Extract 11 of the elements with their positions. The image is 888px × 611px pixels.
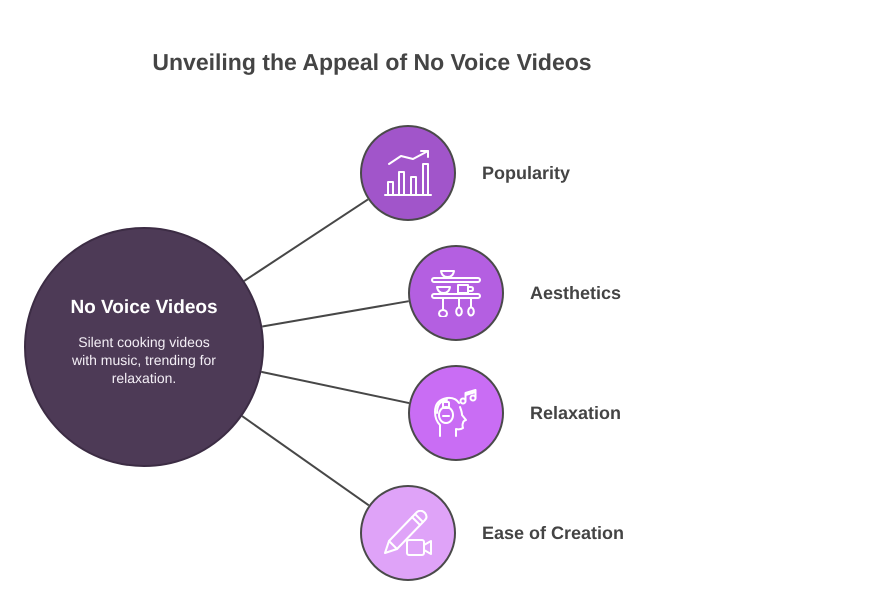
- connector-line: [244, 198, 368, 282]
- main-description: Silent cooking videos with music, trending for relaxation.: [71, 332, 217, 386]
- topic-label: Ease of Creation: [482, 522, 624, 544]
- topic-label: Aesthetics: [530, 282, 622, 304]
- connector-line: [261, 370, 410, 404]
- connector-line: [242, 415, 370, 506]
- topic-label: Relaxation: [530, 402, 622, 424]
- connector-line: [262, 300, 409, 328]
- title: Unveiling the Appeal of No Voice Videos: [152, 48, 592, 77]
- topic-label: Popularity: [482, 162, 570, 185]
- main-heading: No Voice Videos: [70, 296, 218, 320]
